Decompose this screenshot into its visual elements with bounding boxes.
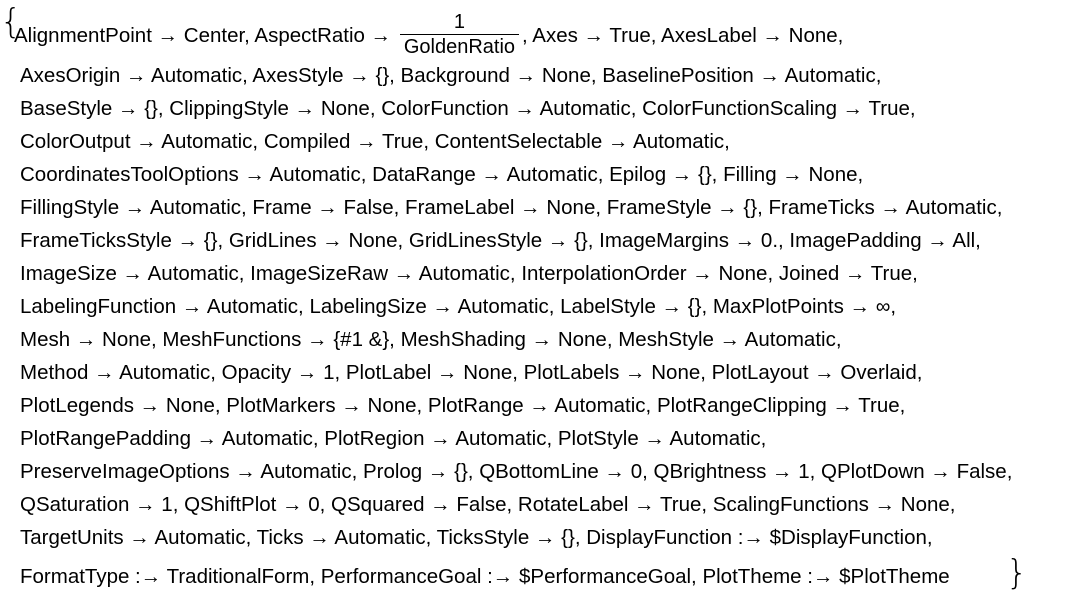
options-line-1: AlignmentPoint → Center, AspectRatio → 1…	[14, 10, 844, 61]
open-brace: {	[0, 2, 22, 42]
close-brace: }	[1006, 553, 1028, 593]
fraction-bar	[399, 34, 520, 35]
options-line-2: AxesOrigin → Automatic, AxesStyle → {}, …	[20, 64, 882, 87]
options-line-13: PlotRangePadding → Automatic, PlotRegion…	[20, 427, 767, 450]
options-line-6: FillingStyle → Automatic, Frame → False,…	[20, 196, 1003, 219]
options-line-8: ImageSize → Automatic, ImageSizeRaw → Au…	[20, 262, 918, 285]
options-line-7: FrameTicksStyle → {}, GridLines → None, …	[20, 229, 981, 252]
fraction-numerator: 1	[453, 11, 466, 33]
options-line-16: TargetUnits → Automatic, Ticks → Automat…	[20, 526, 933, 549]
options-line-12: PlotLegends → None, PlotMarkers → None, …	[20, 394, 906, 417]
options-line-14: PreserveImageOptions → Automatic, Prolog…	[20, 460, 1013, 483]
options-line-17: FormatType :→ TraditionalForm, Performan…	[20, 565, 950, 588]
options-line-1-before: AlignmentPoint → Center, AspectRatio →	[14, 23, 397, 47]
fraction-denominator: GoldenRatio	[403, 36, 516, 58]
options-line-15: QSaturation → 1, QShiftPlot → 0, QSquare…	[20, 493, 956, 516]
options-line-1-after: , Axes → True, AxesLabel → None,	[522, 23, 844, 47]
options-line-10: Mesh → None, MeshFunctions → {#1 &}, Mes…	[20, 328, 842, 351]
options-line-11: Method → Automatic, Opacity → 1, PlotLab…	[20, 361, 923, 384]
options-line-3: BaseStyle → {}, ClippingStyle → None, Co…	[20, 97, 916, 120]
options-line-4: ColorOutput → Automatic, Compiled → True…	[20, 130, 730, 153]
options-line-5: CoordinatesToolOptions → Automatic, Data…	[20, 163, 864, 186]
options-line-9: LabelingFunction → Automatic, LabelingSi…	[20, 295, 897, 318]
